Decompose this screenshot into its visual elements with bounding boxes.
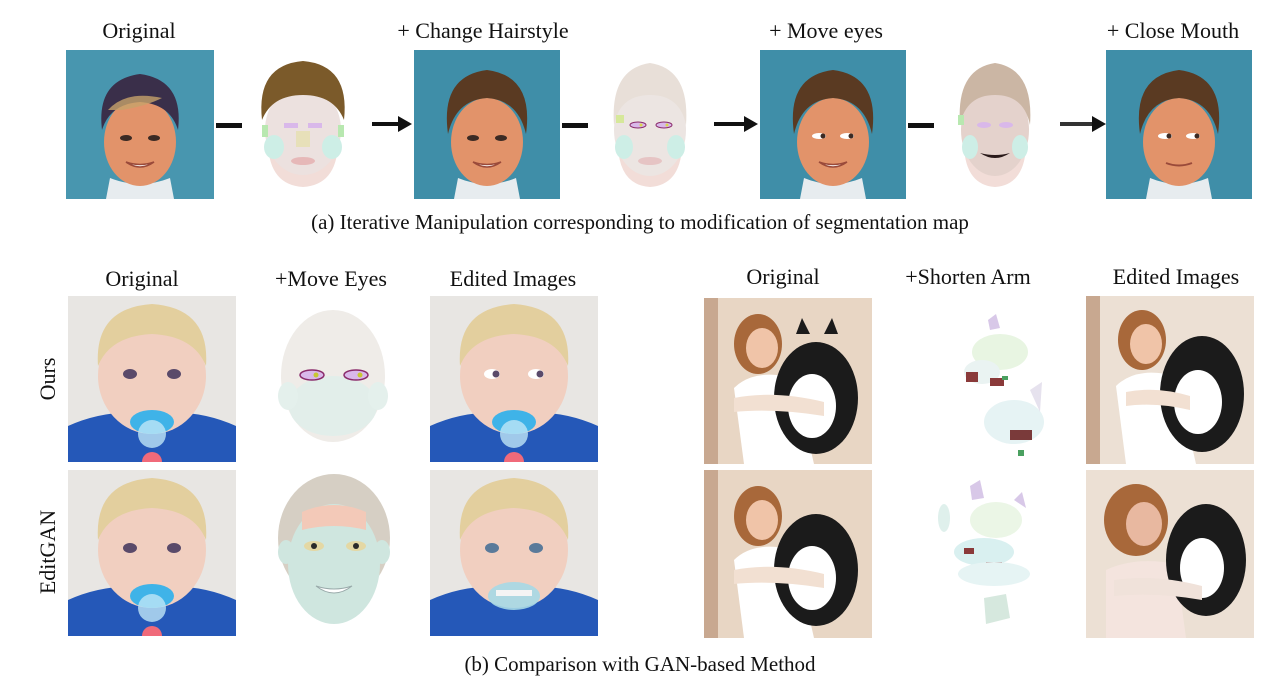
- cat-photo-edited-editgan: [1086, 470, 1254, 638]
- col-label-move-eyes-a: + Move eyes: [769, 18, 883, 43]
- boy-photo-hairstyle: [414, 50, 560, 199]
- caption-b: (b) Comparison with GAN-based Method: [464, 652, 816, 676]
- col-label-change-hairstyle: + Change Hairstyle: [397, 18, 569, 43]
- boy-photo-close-mouth: [1106, 50, 1252, 199]
- connector-dash-1: [216, 123, 242, 128]
- segmentation-map-baby-editgan: [272, 468, 396, 636]
- segmentation-map-cat-editgan: [930, 478, 1056, 630]
- boy-photo-original: [66, 50, 214, 199]
- col-label-original-cat: Original: [746, 264, 820, 289]
- connector-dash-3: [908, 123, 934, 128]
- arrow-right-icon: [372, 116, 412, 132]
- segmentation-map-eyes: [600, 55, 700, 190]
- cat-photo-original-editgan: [704, 470, 872, 638]
- baby-photo-edited-editgan: [430, 470, 598, 636]
- col-label-edited-images-left: Edited Images: [449, 266, 577, 291]
- caption-a: (a) Iterative Manipulation corresponding…: [311, 210, 969, 234]
- col-label-shorten-arm: +Shorten Arm: [905, 264, 1031, 289]
- col-label-move-eyes-b: +Move Eyes: [275, 266, 387, 291]
- connector-dash-2: [562, 123, 588, 128]
- segmentation-map-cat-ours: [930, 312, 1056, 462]
- arrow-right-icon: [1060, 116, 1106, 132]
- col-label-original-baby: Original: [105, 266, 179, 291]
- baby-photo-original-editgan: [68, 470, 236, 636]
- cat-photo-edited-ours: [1086, 296, 1254, 464]
- col-label-edited-images-right: Edited Images: [1112, 264, 1240, 289]
- cat-photo-original-ours: [704, 298, 872, 464]
- row-label-editgan: EditGAN: [35, 509, 60, 595]
- arrow-right-icon: [714, 116, 758, 132]
- segmentation-map-baby-ours: [272, 296, 394, 462]
- row-label-ours: Ours: [35, 357, 60, 401]
- segmentation-map-hairstyle: [248, 55, 358, 190]
- baby-photo-original-ours: [68, 296, 236, 462]
- segmentation-map-mouth: [950, 55, 1040, 190]
- col-label-close-mouth: + Close Mouth: [1106, 18, 1240, 43]
- baby-photo-edited-ours: [430, 296, 598, 462]
- boy-photo-move-eyes: [760, 50, 906, 199]
- col-label-original-a: Original: [102, 18, 176, 43]
